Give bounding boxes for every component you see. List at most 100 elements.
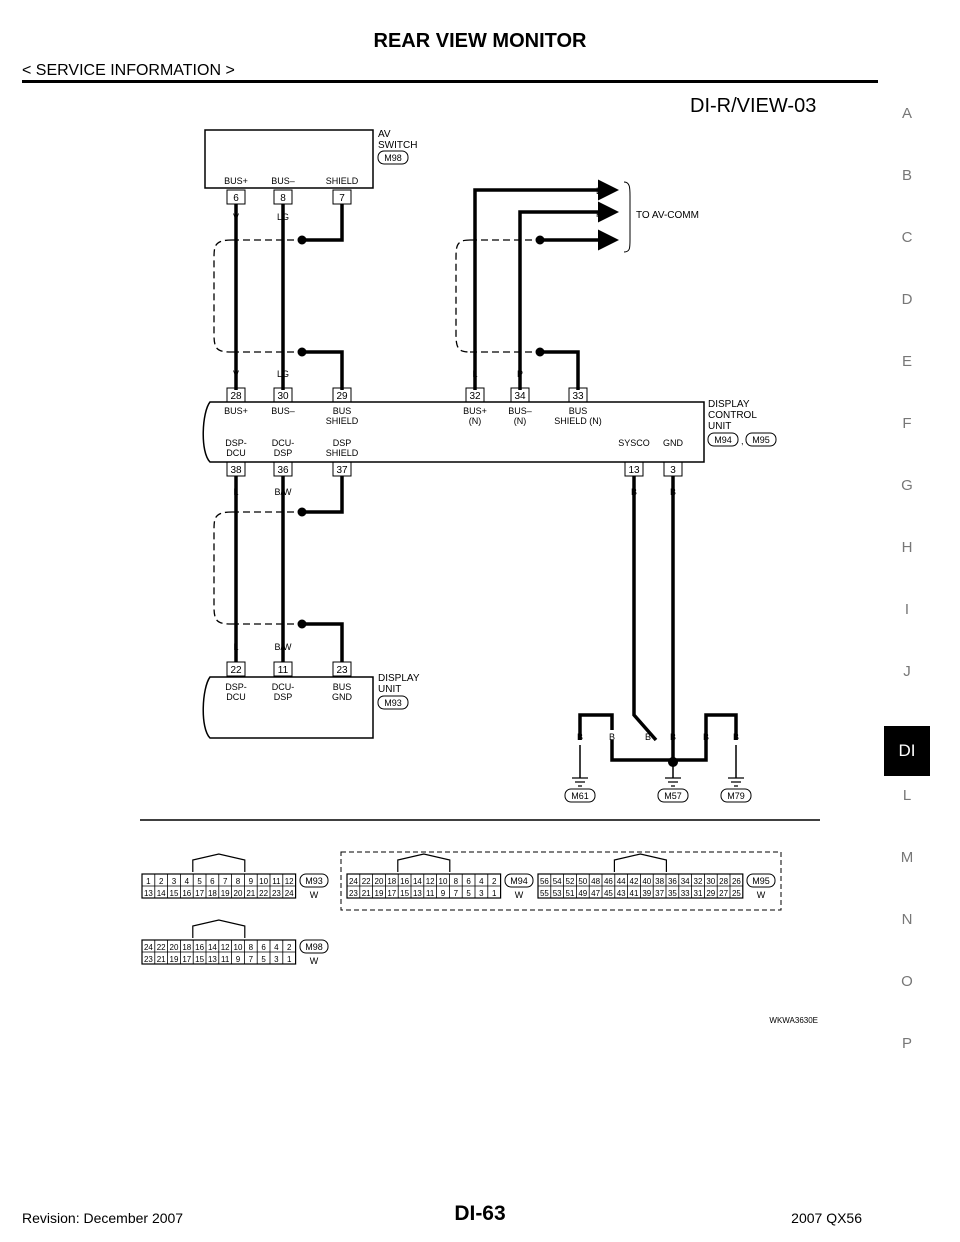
m94-id: M94 [510,876,528,886]
dcu-connector-2: M95 [752,435,770,445]
ground-badge-m61 [564,788,596,803]
m93-cavity: 18 [208,889,217,898]
section-tab-d[interactable]: D [901,291,913,308]
dcu-pin-sublabel-38: DCU [226,448,246,458]
section-tab-g[interactable]: G [901,477,913,494]
wires-upper-right [455,179,631,390]
dcu-pin-30: 30 [277,391,289,402]
m93-cavity: 16 [182,889,191,898]
dcu-connector-sep: , [741,436,744,446]
av-switch-connector-badge [377,150,409,165]
m93-cavity: 10 [259,877,268,886]
m98-cavity: 7 [249,955,254,964]
m98-cavity: 9 [236,955,241,964]
m98-cavity: 4 [274,943,279,952]
wire-color-l-du: L [233,642,238,652]
m94-cavity: 17 [387,889,396,898]
m98-id-badge [299,939,329,954]
m98-id: M98 [305,942,323,952]
dcu-pin-label-29: BUS [333,406,352,416]
m94-cavity: 24 [349,877,358,886]
m95-cavity: 42 [630,877,639,886]
dcu-name-2: CONTROL [708,410,757,421]
m93-cavity: 4 [185,877,190,886]
du-pin-box-23 [332,661,352,677]
m98-cavity: 21 [157,955,166,964]
dcu-name-1: DISPLAY [708,399,750,410]
m94-cavity: 10 [439,877,448,886]
section-tab-m[interactable]: M [900,849,914,866]
m93-cavity: 17 [195,889,204,898]
section-tab-di[interactable]: DI [884,726,930,776]
dcu-top-pins: 28BUS+30BUS–29BUSSHIELD32BUS+(N)34BUS–(N… [224,387,602,426]
image-id: WKWA3630E [769,1016,818,1025]
dcu-pin-28: 28 [230,391,242,402]
m95-latch [613,853,667,872]
m95-cavity: 30 [706,877,715,886]
m98-cavity: 20 [170,943,179,952]
wire-color-lg: LG [277,369,289,379]
section-tab-b[interactable]: B [901,167,912,184]
section-tab-j[interactable]: J [903,663,911,680]
section-tab-c[interactable]: C [901,229,913,246]
dcu-pin-label-13: SYSCO [618,438,650,448]
m94-cavity: 16 [400,877,409,886]
ground-wires [572,476,744,787]
dcu-pin-sublabel-29: SHIELD [326,416,359,426]
dcu-name-3: UNIT [708,421,731,432]
wire-color-bw-du: B/W [275,642,293,652]
dcu-pin-33: 33 [572,391,584,402]
m93-color: W [310,890,319,900]
du-pin-11: 11 [278,665,289,676]
dcu-pin-label-37: DSP [333,438,352,448]
m98-cavity: 17 [182,955,191,964]
section-tab-a[interactable]: A [901,105,912,122]
section-tab-l[interactable]: L [902,787,912,804]
m95-cavity: 48 [591,877,600,886]
dcu-pin-sublabel-32: (N) [469,416,482,426]
m94-latch [397,853,451,872]
av-pin-label-bus-plus: BUS+ [224,176,248,186]
m95-color: W [757,890,766,900]
du-pin-sublabel-11: DSP [274,692,293,702]
m94-cavity: 13 [413,889,422,898]
m93-cavity: 15 [170,889,179,898]
section-tab-f[interactable]: F [902,415,912,432]
m94-cavity: 19 [375,889,384,898]
m95-id-badge [746,873,776,888]
section-tab-p[interactable]: P [901,1035,912,1052]
m98-cavity: 6 [261,943,266,952]
m95-cavity: 40 [642,877,651,886]
m93-cavity: 22 [259,889,268,898]
dcu-pin-label-36: DCU- [272,438,295,448]
m98-cavity: 11 [221,955,230,964]
display-unit-name-1: DISPLAY [378,673,420,684]
dcu-pin-13: 13 [628,465,640,476]
dcu-connector-1: M94 [714,435,732,445]
m93-cavity: 11 [272,877,281,886]
m98-latch [192,919,246,938]
m93-cavity: 13 [144,889,153,898]
m95-cavity: 54 [553,877,562,886]
av-switch-name-1: AV [378,129,391,140]
section-tab-e[interactable]: E [901,353,912,370]
section-tab-o[interactable]: O [901,973,913,990]
wire-color-p-comm: P [596,209,602,219]
m95-cavity: 33 [681,889,690,898]
section-tab-n[interactable]: N [901,911,913,928]
connector-face-views: 113214315416517618719820921102211231224M… [141,853,776,966]
m95-cavity: 28 [719,877,728,886]
m95-cavity: 50 [578,877,587,886]
section-tab-h[interactable]: H [901,539,913,556]
m94-cavity: 2 [492,877,497,886]
section-tab-i[interactable]: I [904,601,910,618]
footer-revision: Revision: December 2007 [22,1210,184,1226]
m93-cavity: 7 [223,877,228,886]
m95-cavity: 41 [630,889,639,898]
m93-cavity: 19 [221,889,230,898]
av-pin-label-bus-minus: BUS– [271,176,295,186]
av-pin-label-shield: SHIELD [326,176,359,186]
